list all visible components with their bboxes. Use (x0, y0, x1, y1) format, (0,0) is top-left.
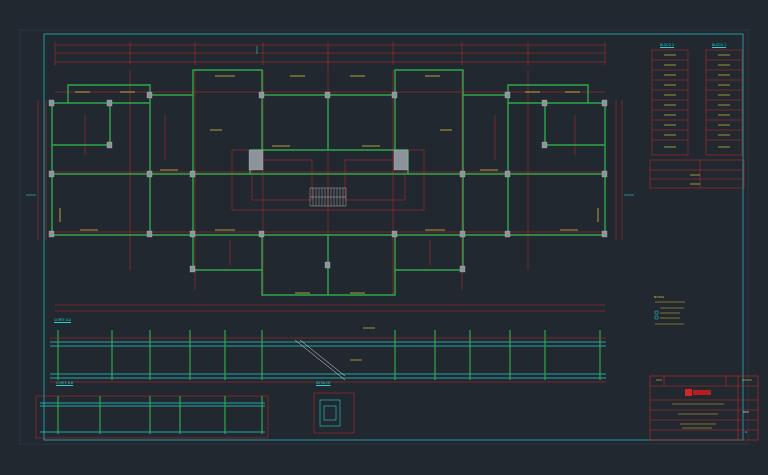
legend (654, 301, 685, 325)
section-b-b-title: CORTE B-B (56, 381, 74, 385)
section-a-a (50, 327, 606, 383)
table-block1-title: BLOCO 1 (712, 43, 727, 47)
company-logo-icon (685, 389, 692, 396)
sheet-code: 003 (743, 410, 749, 414)
sheet-number: 1 (745, 430, 747, 434)
detail-view (313, 392, 355, 434)
section-a-a-title: CORTE A-A (54, 318, 72, 322)
sheet-border (43, 33, 744, 441)
outer-frame (19, 29, 749, 445)
section-b-b (35, 395, 269, 439)
detail-title: DETALHE (316, 381, 331, 385)
schedule-tables (649, 49, 745, 189)
table-block2-title: BLOCO 2 (660, 43, 675, 47)
floor-plan (26, 42, 634, 312)
title-block (649, 375, 759, 441)
legend-title: NOTAS (654, 295, 665, 299)
